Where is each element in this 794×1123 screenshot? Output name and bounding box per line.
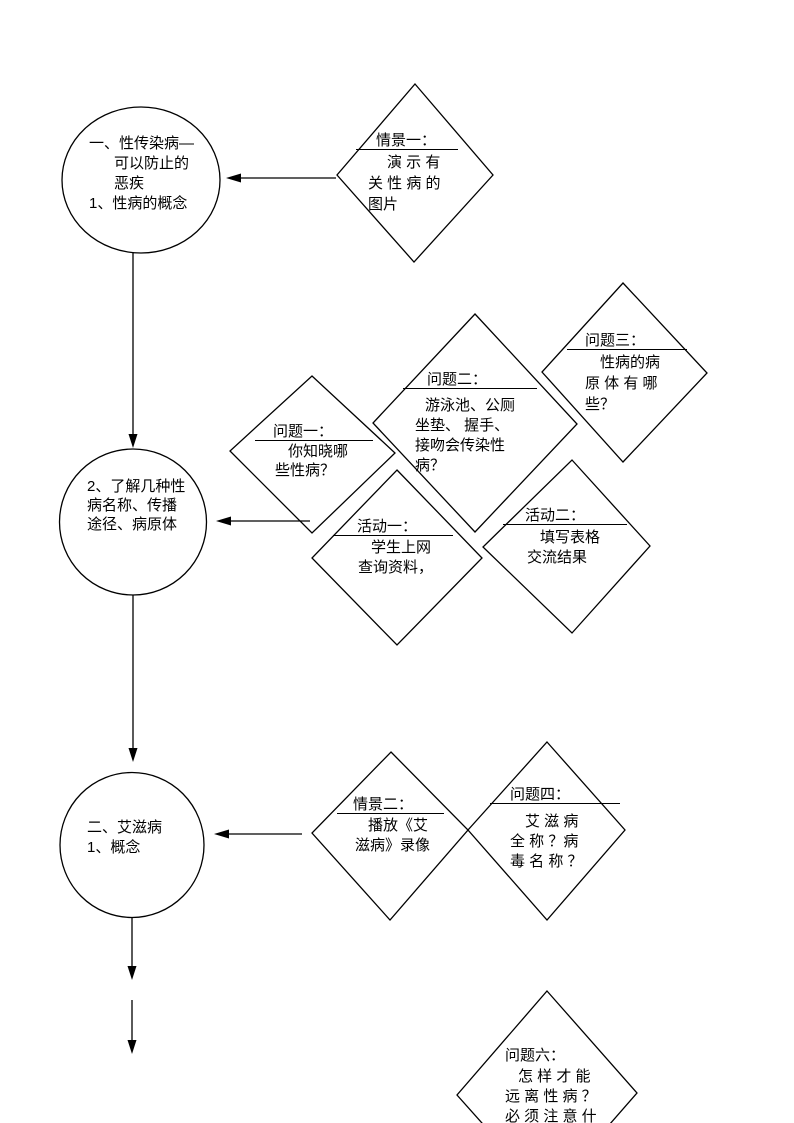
diamond-activity-1-heading: 活动一： [333,519,453,536]
text-line: 关 性 病 的 [368,175,441,192]
text-line: 1、性病的概念 [89,195,188,212]
text-line: 接吻会传染性 [415,437,506,454]
arrowhead-down-2 [128,748,138,762]
text-line: 性病的病 [600,354,661,371]
arrowhead-down-1 [128,434,138,448]
arrowhead-left-2 [216,516,231,526]
text-line: 查询资料， [358,559,434,576]
diamond-question-6-heading: 问题六： [505,1047,566,1064]
text-line: 2、了解几种性 [87,478,186,495]
text-line: 播放《艾 [368,817,429,834]
text-line: 你知晓哪 [288,443,349,460]
diamond-question-1-body: 你知晓哪 些性病？ [275,442,348,480]
text-line: 学生上网 [371,539,432,556]
diamond-question-4-heading: 问题四： [490,787,620,804]
diamond-question-6 [456,990,638,1123]
arrowhead-down-4 [127,1040,137,1054]
text-line: 游泳池、公厕 [425,397,516,414]
diamond-activity-1-body: 学生上网 查询资料， [358,538,433,578]
text-line: 远 离 性 病 ？ [505,1088,597,1105]
diamond-scenario-2 [311,751,469,921]
diamond-question-3-body: 性病的病 原 体 有 哪 些？ [585,352,660,415]
diamond-question-2 [372,313,578,533]
text-line: 1、概念 [87,839,141,856]
text-line: 艾 滋 病 [525,813,579,830]
diamond-activity-1 [311,469,483,646]
text-line: 恶疾 [114,175,145,192]
text-line: 必 须 注 意 什 [505,1108,597,1123]
text-line: 怎 样 才 能 [518,1068,591,1085]
text-line: 交流结果 [527,549,588,566]
diamond-question-2-body: 游泳池、公厕 坐垫、 握手、 接吻会传染性 病？ [415,396,515,476]
text-line: 些性病？ [275,462,336,479]
circle-node-1-text: 一、性传染病— 可以防止的 恶疾 1、性病的概念 [89,134,194,214]
text-line: 一、性传染病— [89,135,195,152]
diamond-question-1 [229,375,396,534]
text-line: 毒 名 称 ？ [510,853,583,870]
diamond-question-1-heading: 问题一： [255,424,373,441]
text-line: 原 体 有 哪 [585,375,658,392]
text-line: 病名称、传播 [87,497,178,514]
diamond-scenario-2-body: 播放《艾 滋病》录像 [355,816,430,856]
arrowhead-left-3 [214,829,229,839]
text-line: 坐垫、 握手、 [415,417,510,434]
diamond-question-4 [467,741,626,921]
arrowhead-down-3 [127,966,137,980]
diamond-question-3-heading: 问题三： [567,333,687,350]
text-line: 滋病》录像 [355,837,431,854]
text-line: 途径、病原体 [87,516,178,533]
diamond-activity-2-heading: 活动二： [503,508,627,525]
diamond-scenario-2-heading: 情景二： [337,797,444,814]
diamond-scenario-1-heading: 情景一： [356,133,458,150]
diamond-question-6-body: 怎 样 才 能 远 离 性 病 ？ 必 须 注 意 什 [505,1067,597,1123]
circle-node-3-text: 二、艾滋病 1、概念 [87,818,162,858]
diamond-question-3 [541,282,708,463]
arrowhead-left-1 [226,173,241,183]
text-line: 图片 [368,196,399,213]
diamond-scenario-1 [336,83,494,263]
text-line: 二、艾滋病 [87,819,163,836]
diamond-question-2-heading: 问题二： [403,372,537,389]
text-line: 些？ [585,396,616,413]
circle-node-1 [61,106,221,254]
circle-node-2-text: 2、了解几种性 病名称、传播 途径、病原体 [87,477,185,534]
text-line: 全 称 ？病 [510,833,579,850]
text-line: 可以防止的 [114,155,190,172]
diamond-scenario-1-body: 演 示 有 关 性 病 的 图片 [368,152,441,215]
diamond-activity-2 [482,459,651,634]
text-line: 病？ [415,457,446,474]
diamond-activity-2-body: 填写表格 交流结果 [527,528,600,568]
text-line: 填写表格 [540,529,601,546]
diamond-question-4-body: 艾 滋 病 全 称 ？病 毒 名 称 ？ [510,812,583,872]
text-line: 演 示 有 [387,154,441,171]
